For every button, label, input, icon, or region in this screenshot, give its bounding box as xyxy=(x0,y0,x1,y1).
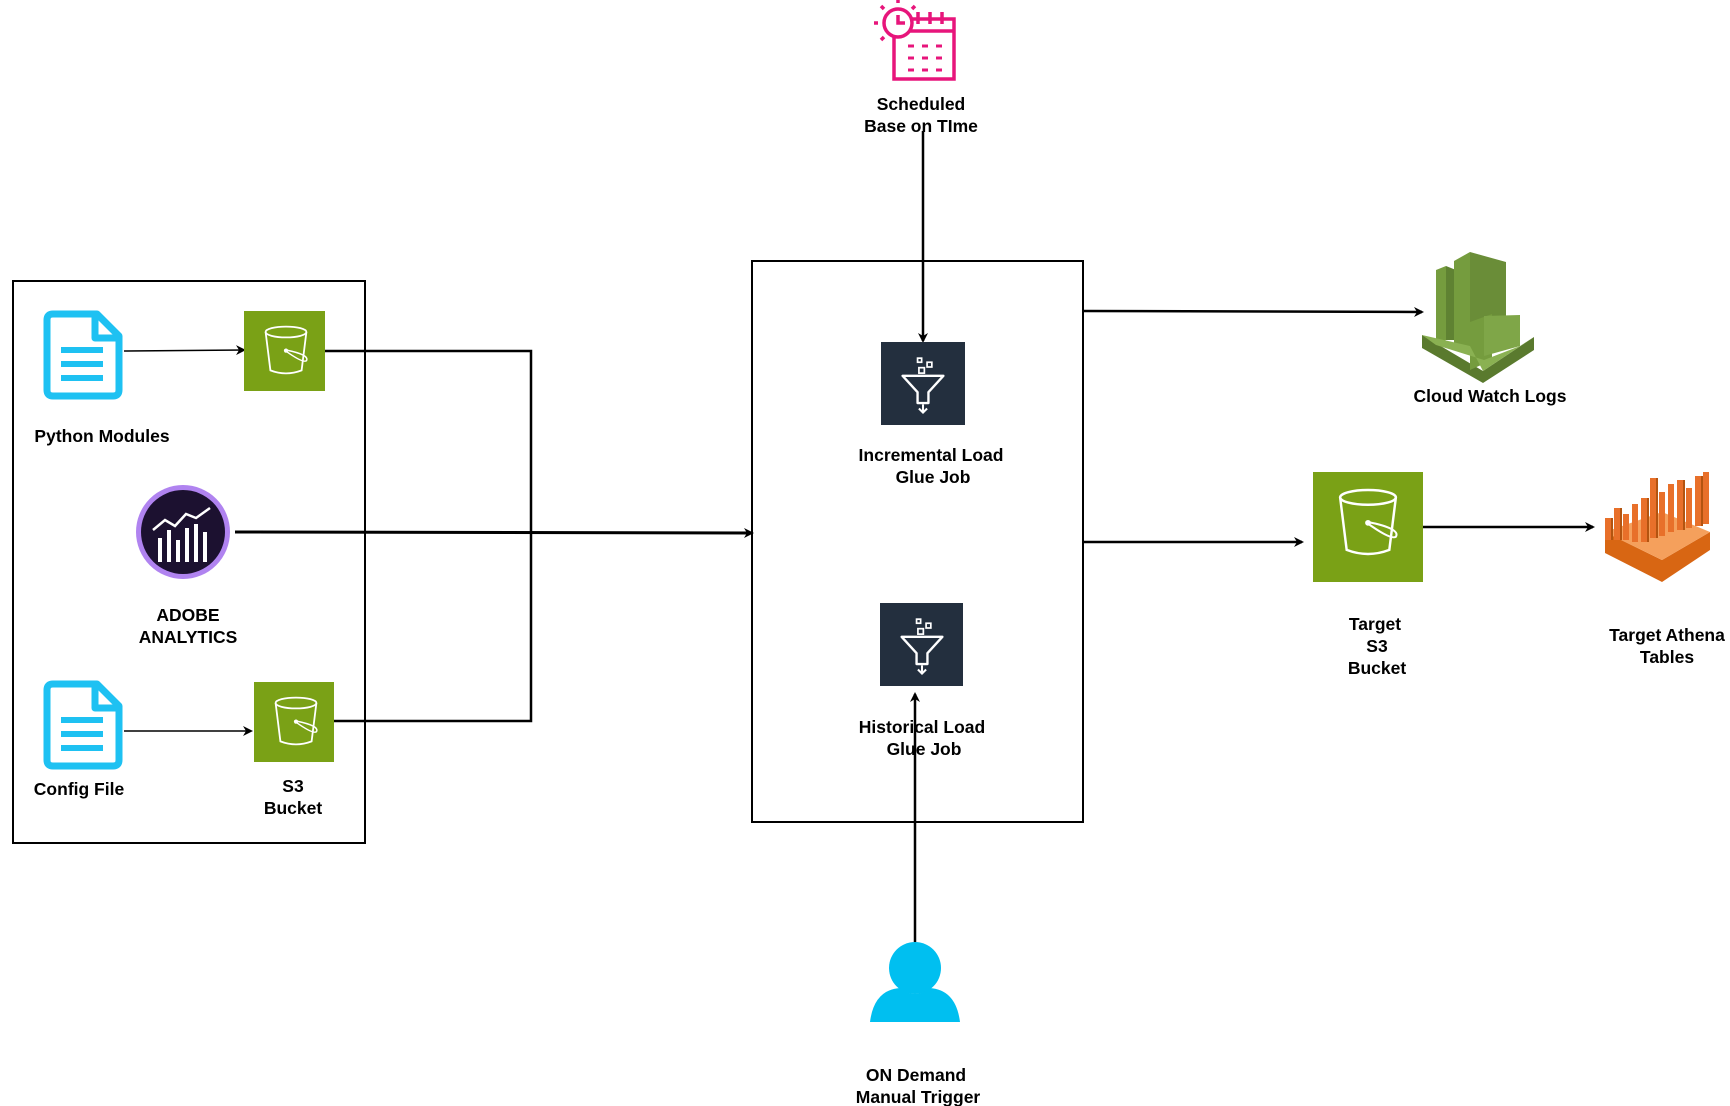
python-modules-label: Python Modules xyxy=(34,426,169,446)
eventbridge-scheduler-icon xyxy=(874,0,956,81)
python-to-s3-arrow xyxy=(123,345,246,356)
glue-incremental-icon xyxy=(881,342,965,425)
scheduled-label-line2: Base on TIme xyxy=(864,116,978,136)
athena-label-line1: Target Athena xyxy=(1609,625,1725,645)
scheduled-label-line1: Scheduled xyxy=(877,94,966,114)
s3-bucket-python-icon xyxy=(244,311,325,391)
incremental-label-line2: Glue Job xyxy=(896,467,971,487)
adobe-label-line1: ADOBE xyxy=(156,605,219,625)
source-group-box xyxy=(12,280,366,844)
s3-python-to-merge-line xyxy=(325,349,533,533)
labels: Python Modules ADOBE ANALYTICS Config Fi… xyxy=(34,94,1725,1106)
athena-icon xyxy=(1605,472,1710,582)
target-s3-label-line3: Bucket xyxy=(1348,658,1407,678)
athena-label-line2: Tables xyxy=(1640,647,1694,667)
glue-historical-icon xyxy=(880,603,963,686)
config-file-document-icon xyxy=(47,684,119,766)
s3-bucket-label-line2: Bucket xyxy=(264,798,323,818)
connectors xyxy=(123,131,1595,942)
on-demand-label-line1: ON Demand xyxy=(866,1065,966,1085)
target-s3-label-line1: Target xyxy=(1349,614,1401,634)
python-modules-document-icon xyxy=(47,314,119,396)
incremental-label-line1: Incremental Load xyxy=(859,445,1004,465)
historical-label-line2: Glue Job xyxy=(887,739,962,759)
adobe-analytics-icon xyxy=(136,485,230,579)
glue-to-cloudwatch-arrow xyxy=(1082,306,1424,317)
adobe-to-glue-arrow xyxy=(234,527,754,538)
s3-bucket-config-icon xyxy=(254,682,334,762)
historical-label-line1: Historical Load xyxy=(859,717,985,737)
target-s3-label-line2: S3 xyxy=(1366,636,1388,656)
on-demand-label-line2: Manual Trigger xyxy=(856,1087,981,1106)
cloudwatch-label: Cloud Watch Logs xyxy=(1414,386,1567,406)
s3-config-to-merge-line xyxy=(334,533,533,723)
adobe-label-line2: ANALYTICS xyxy=(139,627,238,647)
config-file-label: Config File xyxy=(34,779,125,799)
target-s3-bucket-icon xyxy=(1313,472,1423,582)
user-icon xyxy=(870,942,960,1022)
s3-bucket-label-line1: S3 xyxy=(282,776,304,796)
cloudwatch-icon xyxy=(1422,252,1534,383)
